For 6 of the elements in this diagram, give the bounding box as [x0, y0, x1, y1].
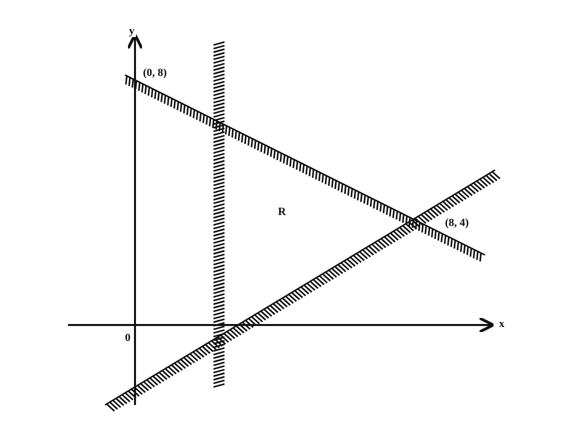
axis-label: x [498, 319, 506, 330]
point-label: (0, 8) [142, 68, 168, 79]
point-label: (8, 4) [444, 218, 470, 229]
axis-label: y [128, 26, 136, 37]
region-label: R [277, 207, 287, 218]
origin-label: 0 [124, 333, 132, 344]
